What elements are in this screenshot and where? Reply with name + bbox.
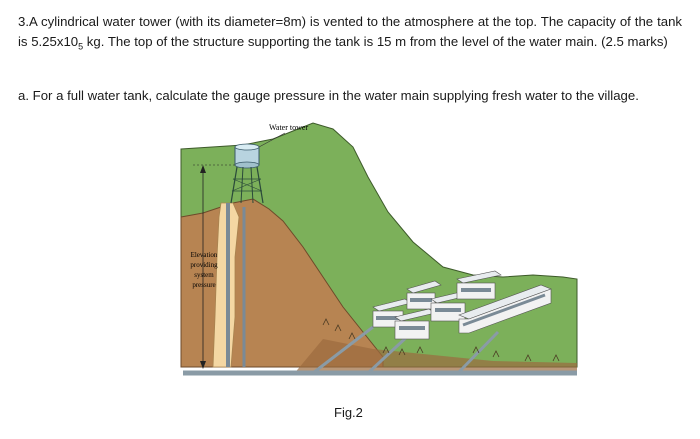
question-text: 3.A cylindrical water tower (with its di…	[18, 12, 682, 57]
building	[456, 270, 502, 300]
question-part-a: a. For a full water tank, calculate the …	[18, 88, 639, 103]
elevation-dimension	[193, 164, 237, 369]
elevation-label-line: system	[194, 271, 214, 279]
elevation-label-line: providing	[190, 261, 218, 269]
building-long	[458, 284, 552, 334]
figure-caption: Fig.2	[334, 405, 363, 420]
building	[406, 280, 442, 310]
water-tower	[230, 143, 264, 204]
branch-pipe	[456, 330, 500, 375]
tower-label-leader	[258, 132, 286, 148]
elevation-label-line: Elevation	[191, 251, 218, 259]
water-tower-figure: Water tower Elevation providing system p…	[173, 117, 585, 385]
tower-label: Water tower	[269, 123, 308, 132]
building	[394, 308, 436, 340]
water-tower-illustration: Water tower Elevation providing system p…	[173, 117, 585, 385]
question-main: 3.A cylindrical water tower (with its di…	[18, 14, 682, 49]
question-exponent: 5	[78, 41, 84, 52]
grass-tufts	[322, 318, 560, 362]
soil-layer	[293, 339, 577, 375]
elevation-label-line: pressure	[192, 281, 215, 289]
village-buildings	[372, 270, 552, 340]
branch-pipe	[312, 325, 374, 375]
question-rest: kg. The top of the structure supporting …	[83, 34, 668, 49]
